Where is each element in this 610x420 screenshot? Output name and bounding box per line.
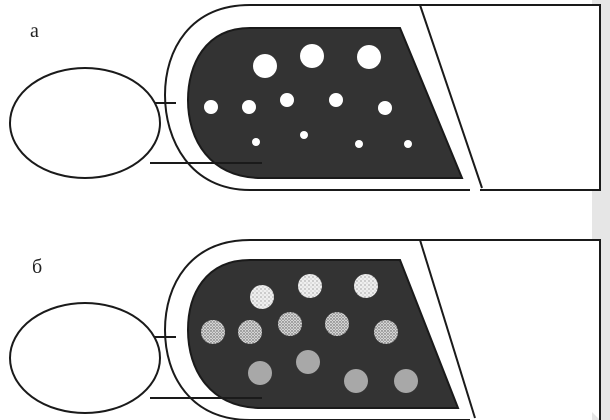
particle <box>253 54 277 78</box>
particle <box>201 320 225 344</box>
particle <box>355 140 363 148</box>
particle <box>374 320 398 344</box>
particle <box>238 320 262 344</box>
particle <box>252 138 260 146</box>
particle <box>404 140 412 148</box>
particle <box>354 274 378 298</box>
particle <box>298 274 322 298</box>
particle <box>296 350 320 374</box>
panel-label-b: б <box>32 256 42 279</box>
particle <box>325 312 349 336</box>
particle <box>248 361 272 385</box>
particle <box>344 369 368 393</box>
particle <box>329 93 343 107</box>
particle <box>357 45 381 69</box>
particle <box>278 312 302 336</box>
ellipse-a <box>10 68 160 178</box>
panel-a <box>10 5 600 190</box>
particle <box>300 131 308 139</box>
particle <box>378 101 392 115</box>
particle <box>204 100 218 114</box>
particle <box>250 285 274 309</box>
particle <box>280 93 294 107</box>
panel-b <box>10 240 600 420</box>
panel-label-a: а <box>30 20 39 43</box>
particle <box>300 44 324 68</box>
particle <box>394 369 418 393</box>
ellipse-b <box>10 303 160 413</box>
particle <box>242 100 256 114</box>
